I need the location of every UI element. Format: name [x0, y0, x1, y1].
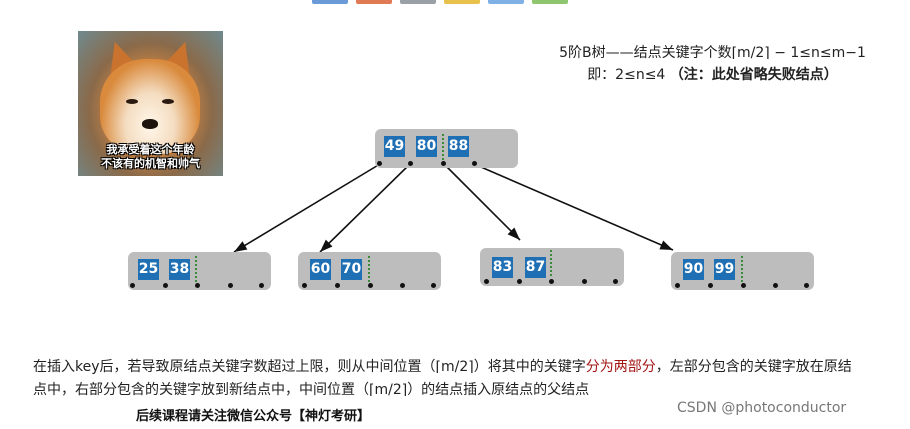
- toolbar-swatch: [532, 0, 568, 4]
- leaf4-key-2: 99: [714, 259, 735, 280]
- dog-eye: [162, 99, 174, 104]
- leaf-node-4: 90 99: [671, 252, 814, 290]
- leaf3-key-1: 83: [492, 257, 513, 278]
- child-pointer: [400, 283, 405, 288]
- child-pointer: [708, 283, 713, 288]
- leaf4-key-1: 90: [683, 259, 704, 280]
- child-pointer: [408, 161, 413, 166]
- child-pointer: [484, 279, 489, 284]
- child-pointer: [228, 283, 233, 288]
- shiba-meme-image: 我承受着这个年龄 不该有的机智和帅气: [78, 31, 223, 176]
- child-pointer: [335, 283, 340, 288]
- meme-caption-line1: 我承受着这个年龄: [106, 143, 195, 156]
- child-pointer: [773, 283, 778, 288]
- csdn-watermark: CSDN @photoconductor: [677, 400, 847, 416]
- leaf2-key-1: 60: [310, 259, 331, 280]
- header-note: （注：此处省略失败结点）: [669, 67, 838, 83]
- split-marker: [550, 250, 552, 276]
- split-marker: [741, 256, 743, 282]
- edge-root-to-child2: [319, 163, 411, 253]
- child-pointer: [302, 283, 307, 288]
- split-marker: [368, 256, 370, 282]
- leaf-node-1: 25 38: [128, 252, 271, 290]
- child-pointer: [613, 279, 618, 284]
- toolbar-swatch: [488, 0, 524, 4]
- child-pointer: [675, 283, 680, 288]
- dog-nose: [142, 119, 158, 129]
- edge-root-to-child1: [233, 163, 381, 253]
- leaf1-key-1: 25: [138, 259, 159, 280]
- root-node: 49 80 88: [375, 129, 518, 168]
- child-pointer: [377, 161, 382, 166]
- diagram-header: 5阶B树——结点关键字个数⌈m/2⌉ − 1≤n≤m−1 即：2≤n≤4 （注：…: [520, 42, 905, 86]
- top-toolbar-strip: [312, 0, 568, 4]
- header-line2: 即：2≤n≤4 （注：此处省略失败结点）: [520, 64, 905, 86]
- explanation-text: 在插入key后，若导致原结点关键字数超过上限，则从中间位置（⌈m/2⌉）将其中的…: [33, 356, 863, 402]
- child-pointer: [517, 279, 522, 284]
- child-pointer: [741, 283, 746, 288]
- leaf2-key-2: 70: [341, 259, 362, 280]
- leaf-node-3: 83 87: [480, 248, 624, 286]
- child-pointer: [368, 283, 373, 288]
- edge-root-to-child3: [443, 163, 521, 241]
- child-pointer: [163, 283, 168, 288]
- meme-caption-line2: 不该有的机智和帅气: [101, 157, 200, 170]
- dog-face: [100, 59, 200, 154]
- root-key-3: 88: [448, 136, 469, 157]
- edge-root-to-child4: [473, 163, 674, 251]
- explanation-formula: ⌈m/2⌉: [369, 382, 408, 398]
- explanation-part: ，左部分包含的关键字放在原结点中，右部分包含的关键字放到新结点中，中间位置（: [33, 359, 852, 398]
- header-range: 即：2≤n≤4: [587, 67, 666, 83]
- child-pointer: [549, 279, 554, 284]
- explanation-part: ）将其中的关键字: [473, 359, 586, 375]
- split-marker: [195, 256, 197, 282]
- child-pointer: [804, 283, 809, 288]
- dog-eye: [126, 99, 138, 104]
- leaf1-key-2: 38: [169, 259, 190, 280]
- split-marker: [442, 134, 444, 160]
- child-pointer: [259, 283, 264, 288]
- leaf-node-2: 60 70: [298, 252, 441, 290]
- child-pointer: [195, 283, 200, 288]
- toolbar-swatch: [400, 0, 436, 4]
- root-key-2: 80: [416, 136, 437, 157]
- child-pointer: [431, 283, 436, 288]
- toolbar-swatch: [356, 0, 392, 4]
- leaf3-key-2: 87: [525, 257, 546, 278]
- child-pointer: [441, 161, 446, 166]
- header-line1: 5阶B树——结点关键字个数⌈m/2⌉ − 1≤n≤m−1: [520, 42, 905, 64]
- explanation-part: 在插入key后，若导致原结点关键字数超过上限，则从中间位置（: [33, 359, 436, 375]
- child-pointer: [130, 283, 135, 288]
- header-formula: ⌈m/2⌉ − 1≤n≤m−1: [731, 45, 866, 61]
- root-key-1: 49: [384, 136, 405, 157]
- header-text: 5阶B树——结点关键字个数: [559, 45, 732, 61]
- explanation-formula: ⌈m/2⌉: [435, 359, 474, 375]
- explanation-highlight: 分为两部分: [585, 359, 656, 375]
- child-pointer: [472, 161, 477, 166]
- child-pointer: [582, 279, 587, 284]
- explanation-part: ）的结点插入原结点的父结点: [407, 382, 590, 398]
- toolbar-swatch: [444, 0, 480, 4]
- toolbar-swatch: [312, 0, 348, 4]
- footer-note: 后续课程请关注微信公众号【神灯考研】: [136, 409, 371, 424]
